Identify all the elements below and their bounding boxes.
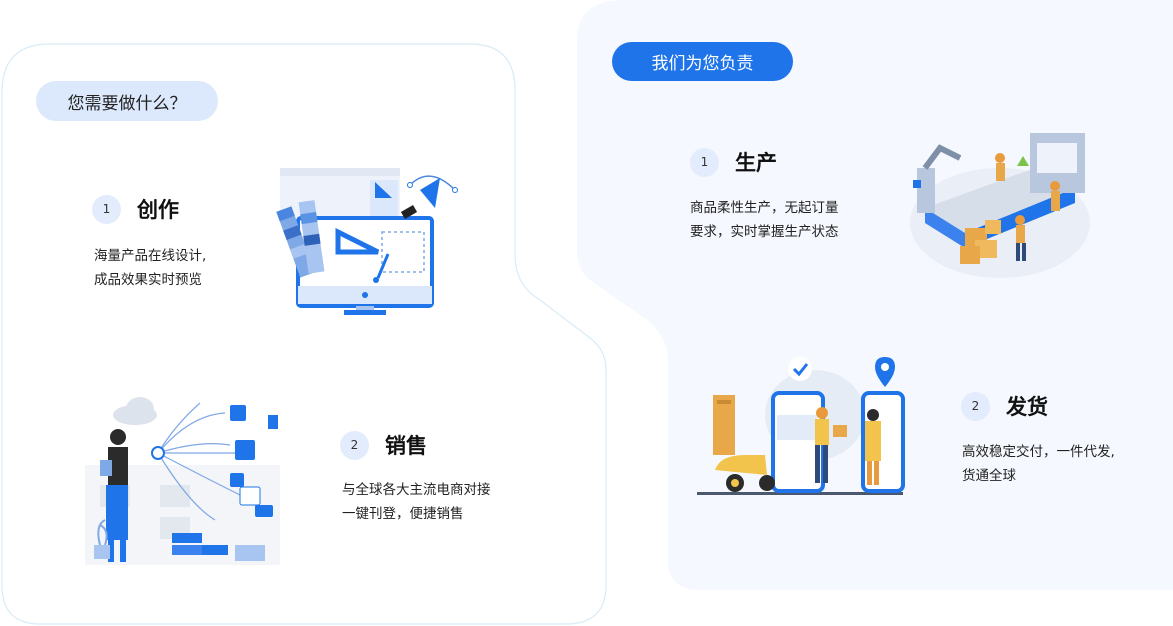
step-number: 1	[690, 147, 719, 177]
step-number: 2	[961, 391, 990, 421]
step-number: 1	[92, 194, 121, 224]
step-title: 创作	[137, 198, 179, 222]
description-line: 高效稳定交付，一件代发,	[962, 444, 1115, 460]
step-sell: 2 销售	[340, 430, 427, 460]
step-produce-description: 商品柔性生产，无起订量 要求，实时掌握生产状态	[690, 196, 839, 244]
step-number: 2	[340, 430, 369, 460]
description-line: 与全球各大主流电商对接	[342, 482, 491, 498]
step-deliver: 2 发货	[961, 391, 1048, 421]
right-section-pill: 我们为您负责	[612, 42, 793, 81]
step-deliver-description: 高效稳定交付，一件代发, 货通全球	[962, 440, 1115, 488]
sales-illustration-icon	[85, 397, 280, 565]
step-title: 生产	[735, 151, 777, 175]
description-line: 商品柔性生产，无起订量	[690, 200, 839, 216]
step-create-description: 海量产品在线设计, 成品效果实时预览	[94, 244, 206, 292]
design-illustration-icon	[276, 168, 458, 315]
description-line: 要求，实时掌握生产状态	[690, 224, 839, 240]
description-line: 一键刊登，便捷销售	[342, 506, 464, 522]
description-line: 海量产品在线设计,	[94, 248, 207, 264]
step-title: 销售	[385, 434, 427, 458]
factory-illustration-icon	[910, 133, 1090, 278]
description-line: 成品效果实时预览	[94, 272, 202, 288]
delivery-illustration-icon	[697, 357, 905, 495]
step-sell-description: 与全球各大主流电商对接 一键刊登，便捷销售	[342, 478, 491, 526]
step-produce: 1 生产	[690, 147, 777, 177]
left-section-pill: 您需要做什么？	[36, 81, 218, 121]
step-title: 发货	[1006, 395, 1048, 419]
description-line: 货通全球	[962, 468, 1016, 484]
step-create: 1 创作	[92, 194, 179, 224]
